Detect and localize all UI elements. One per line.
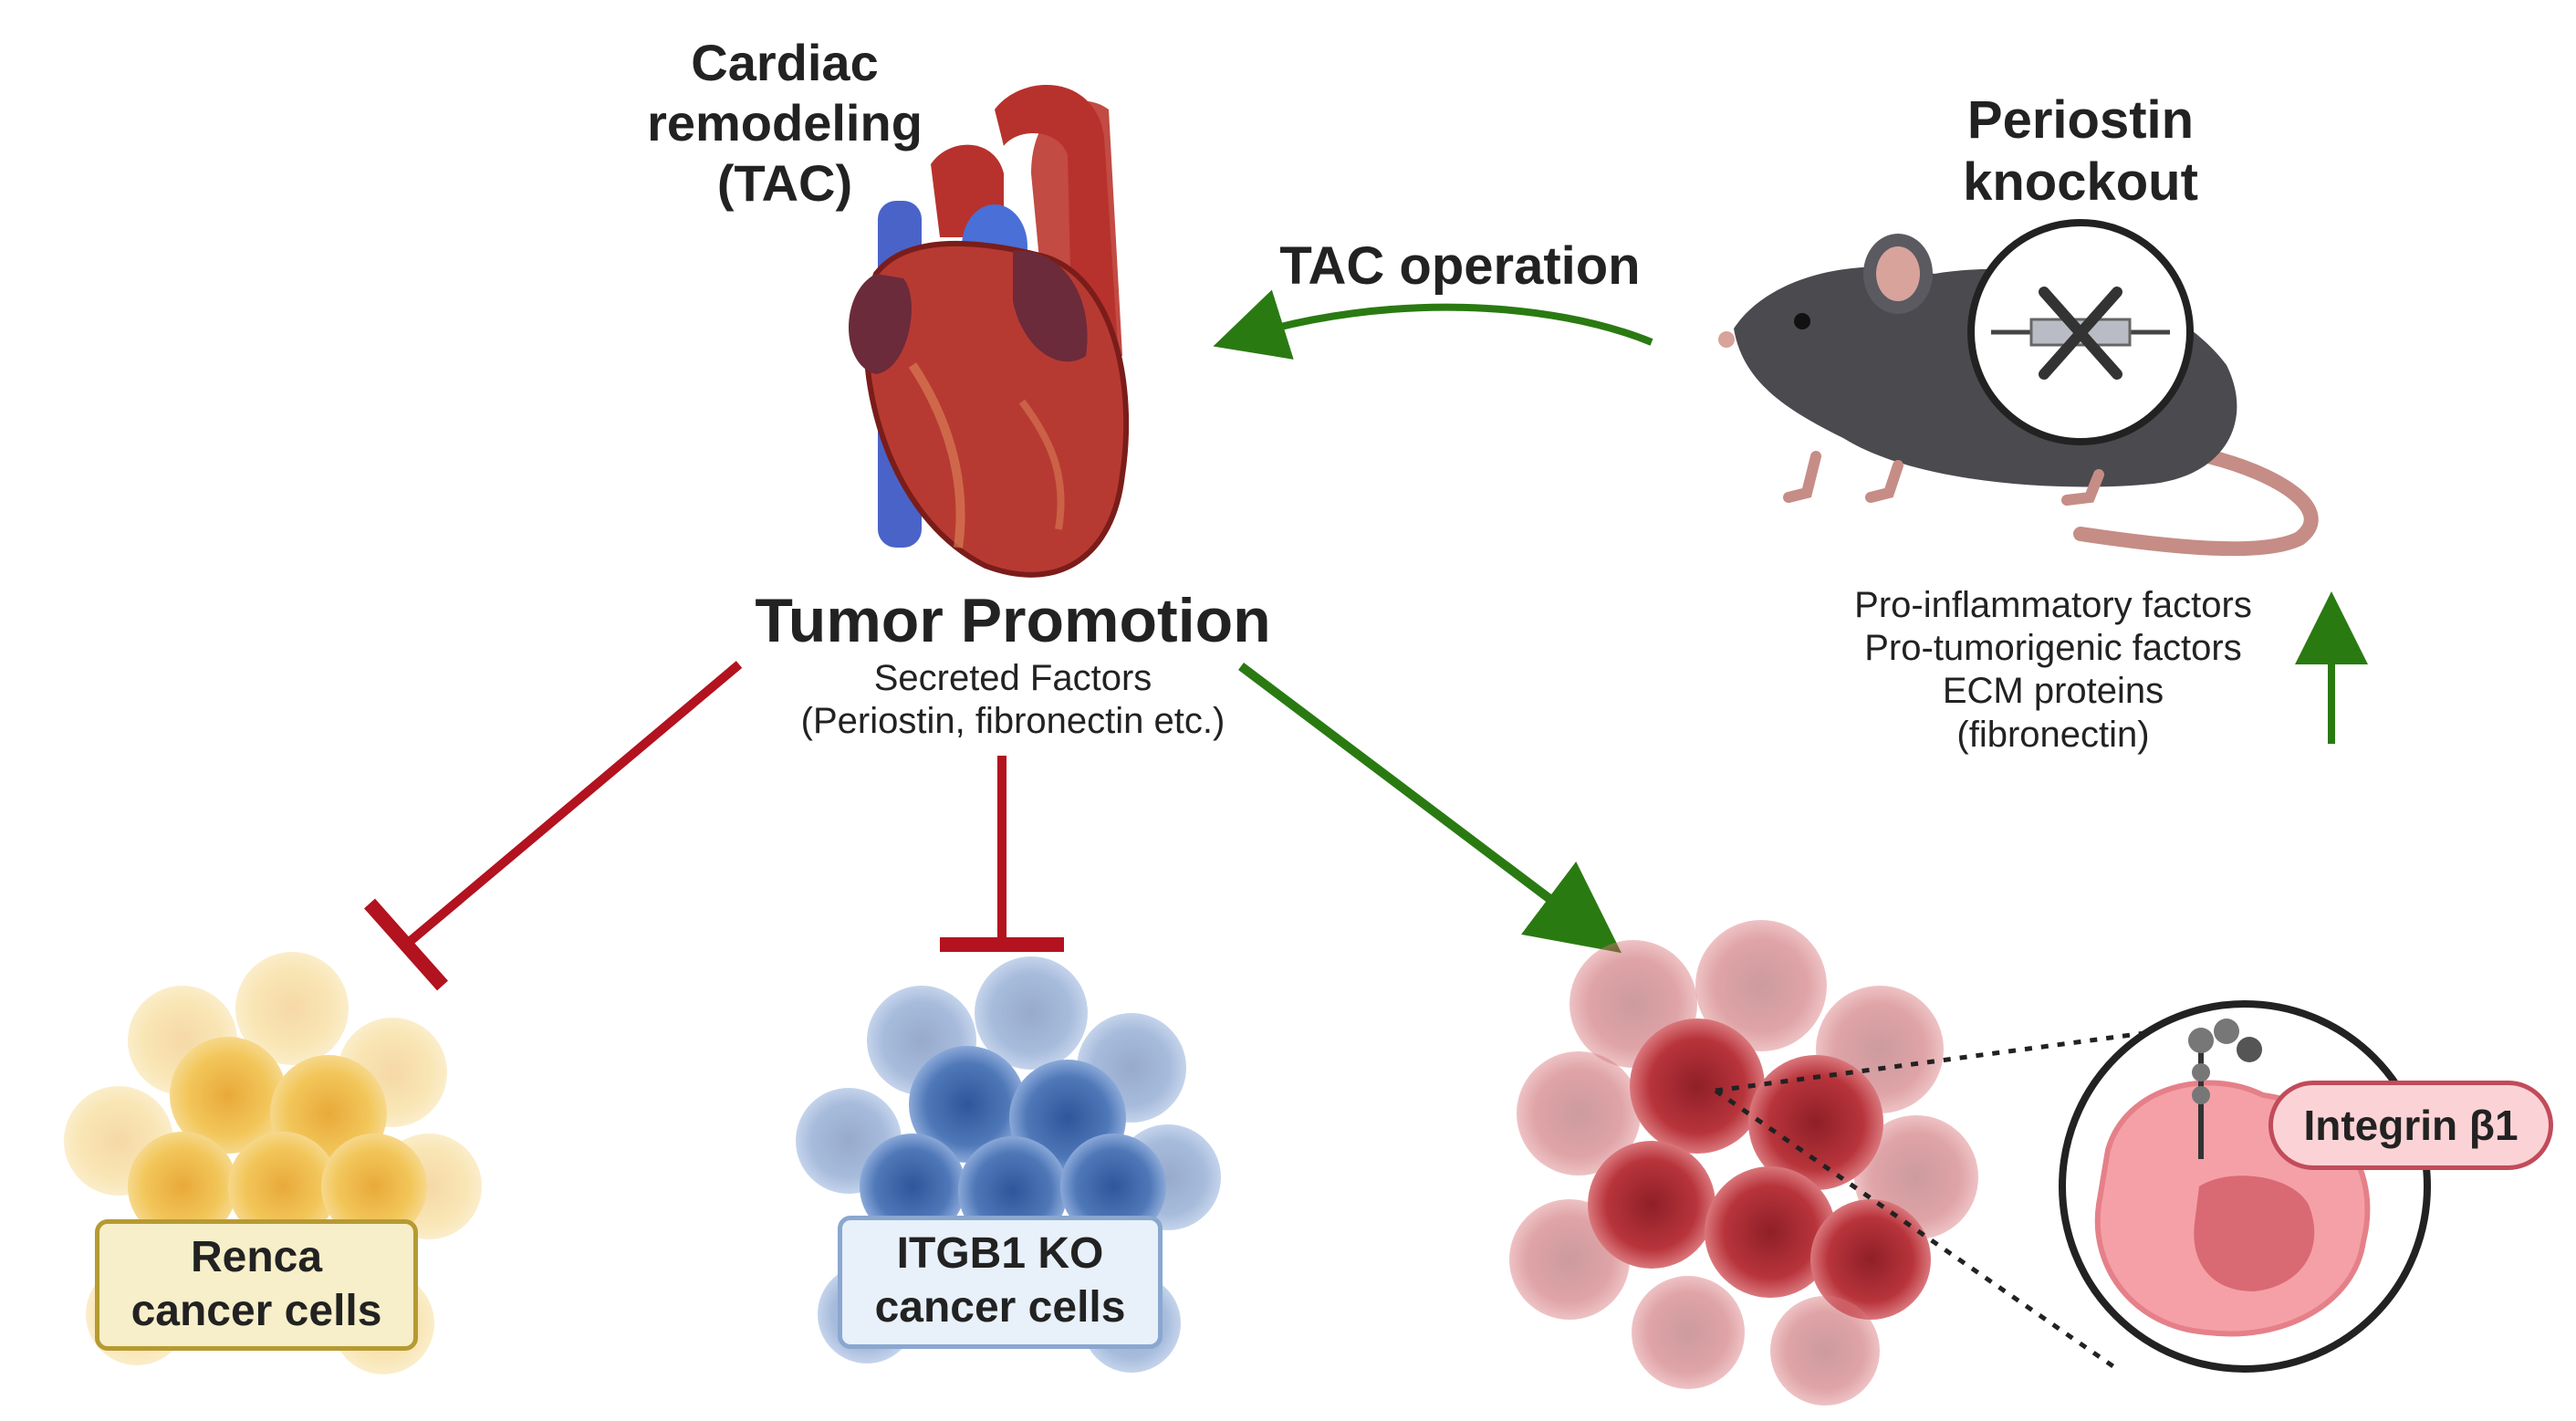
secreted-line-1: Secreted Factors [873,658,1152,698]
itgb1-line-2: cancer cells [874,1282,1126,1332]
cardiac-line-1: Cardiac [691,34,879,91]
factors-line-1: Pro-inflammatory factors [1854,585,2252,625]
periostin-knockout-label: Periostin knockout [1898,89,2263,214]
cardiac-line-3: (TAC) [716,154,853,213]
periostin-line-1: Periostin [1966,90,2195,150]
factors-line-4: (fibronectin) [1956,714,2150,755]
renca-cells-box: Renca cancer cells [95,1219,418,1351]
tumor-promotion-label: Tumor Promotion [755,586,1271,655]
promotion-arrow [1237,663,1622,954]
renca-line-1: Renca [190,1233,323,1281]
inhibit-itgb1-arrow [940,756,1064,952]
secreted-line-2: (Periostin, fibronectin etc.) [800,701,1225,742]
pro-factors-label: Pro-inflammatory factors Pro-tumorigenic… [1734,584,2373,757]
tac-operation-arrow [1213,289,1653,360]
zoomed-cell-icon [2059,1000,2431,1373]
cardiac-line-2: remodeling [647,94,923,152]
inhibit-renca-arrow [364,661,743,991]
itgb1-line-1: ITGB1 KO [896,1229,1104,1278]
itgb1-ko-cells-box: ITGB1 KO cancer cells [838,1216,1163,1349]
integrin-beta1-label: Integrin β1 [2268,1081,2553,1170]
factors-line-2: Pro-tumorigenic factors [1864,628,2242,669]
tac-operation-label: TAC operation [1279,236,1641,296]
cardiac-remodeling-label: Cardiac remodeling (TAC) [602,33,967,214]
factors-line-3: ECM proteins [1942,671,2164,712]
heart-icon [849,84,1130,578]
mouse-icon [1718,219,2319,557]
secreted-factors-label: Secreted Factors (Periostin, fibronectin… [712,657,1314,743]
periostin-line-2: knockout [1963,152,2198,213]
renca-line-2: cancer cells [130,1286,382,1335]
tumor-cell-cluster [1509,920,1978,1405]
